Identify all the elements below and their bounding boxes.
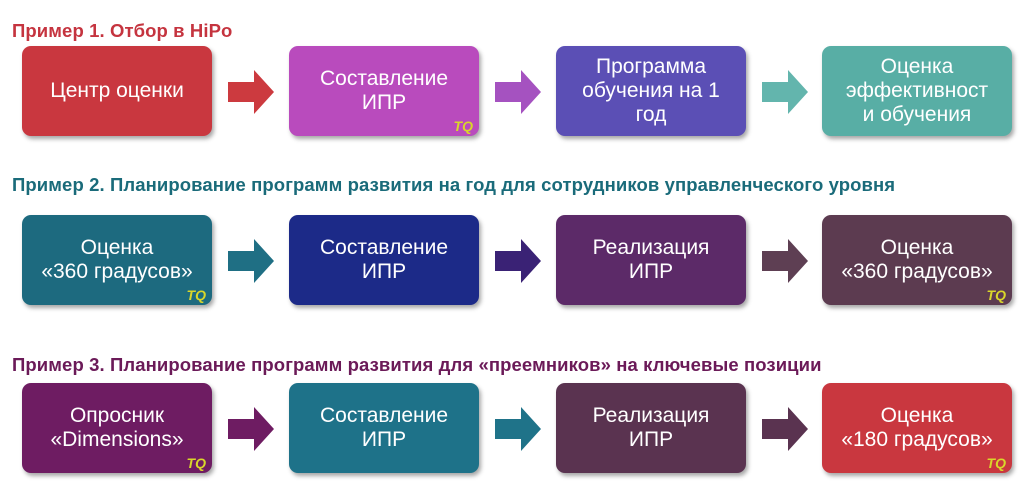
row-1-step-3: Программа обучения на 1 год: [556, 46, 746, 136]
arrow-right-icon: [762, 70, 808, 114]
row-3-arrow-2: [495, 407, 541, 451]
row-1-arrow-3: [762, 70, 808, 114]
tq-mark: TQ: [986, 455, 1006, 471]
step-label: Программа обучения на 1 год: [582, 55, 720, 126]
row-2-arrow-1: [228, 239, 274, 283]
row-1-title: Пример 1. Отбор в HiPo: [12, 20, 233, 41]
step-label: Оценка «180 градусов»: [841, 404, 993, 451]
step-label: Центр оценки: [50, 79, 184, 102]
step-label: Оценка «360 градусов»: [841, 236, 993, 283]
arrow-right-icon: [495, 407, 541, 451]
step-label: Оценка «360 градусов»: [41, 236, 193, 283]
row-2-arrow-2: [495, 239, 541, 283]
row-3-arrow-1: [228, 407, 274, 451]
row-1-step-2: Составление ИПР TQ: [289, 46, 479, 136]
tq-mark: TQ: [986, 287, 1006, 303]
tq-mark: TQ: [453, 118, 473, 134]
step-label: Оценка эффективност и обучения: [845, 55, 989, 126]
arrow-right-icon: [762, 407, 808, 451]
row-2-step-2: Составление ИПР: [289, 215, 479, 305]
row-2-step-4: Оценка «360 градусов» TQ: [822, 215, 1012, 305]
row-1-step-4: Оценка эффективност и обучения: [822, 46, 1012, 136]
step-label: Реализация ИПР: [592, 404, 710, 451]
arrow-right-icon: [762, 239, 808, 283]
row-2-arrow-3: [762, 239, 808, 283]
row-3-step-2: Составление ИПР: [289, 383, 479, 473]
arrow-right-icon: [228, 70, 274, 114]
row-3-step-1: Опросник «Dimensions» TQ: [22, 383, 212, 473]
row-1-step-1: Центр оценки: [22, 46, 212, 136]
step-label: Реализация ИПР: [592, 236, 710, 283]
step-label: Составление ИПР: [319, 404, 449, 451]
row-1-arrow-2: [495, 70, 541, 114]
row-3-arrow-3: [762, 407, 808, 451]
row-2-step-1: Оценка «360 градусов» TQ: [22, 215, 212, 305]
row-3-step-3: Реализация ИПР: [556, 383, 746, 473]
arrow-right-icon: [495, 239, 541, 283]
arrow-right-icon: [228, 407, 274, 451]
row-1-arrow-1: [228, 70, 274, 114]
row-2-step-3: Реализация ИПР: [556, 215, 746, 305]
step-label: Составление ИПР: [319, 67, 449, 114]
tq-mark: TQ: [186, 455, 206, 471]
tq-mark: TQ: [186, 287, 206, 303]
row-3-title: Пример 3. Планирование программ развития…: [12, 354, 822, 375]
row-2-title: Пример 2. Планирование программ развития…: [12, 174, 896, 195]
arrow-right-icon: [228, 239, 274, 283]
step-label: Составление ИПР: [319, 236, 449, 283]
row-3-step-4: Оценка «180 градусов» TQ: [822, 383, 1012, 473]
step-label: Опросник «Dimensions»: [50, 404, 184, 451]
arrow-right-icon: [495, 70, 541, 114]
